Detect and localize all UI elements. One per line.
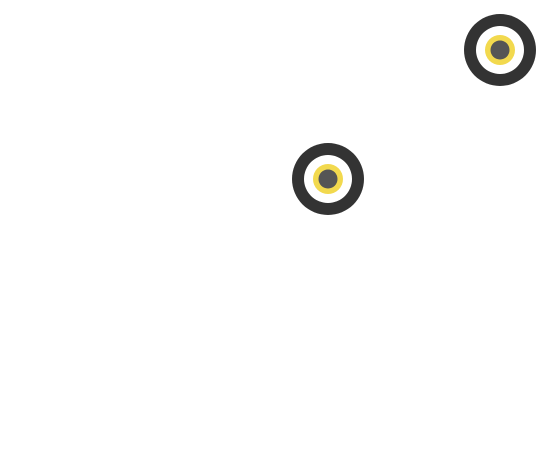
bullseye-target-icon — [292, 143, 364, 215]
target-top-right[interactable] — [464, 14, 536, 86]
target-center[interactable] — [292, 143, 364, 215]
bullseye-target-icon — [464, 14, 536, 86]
